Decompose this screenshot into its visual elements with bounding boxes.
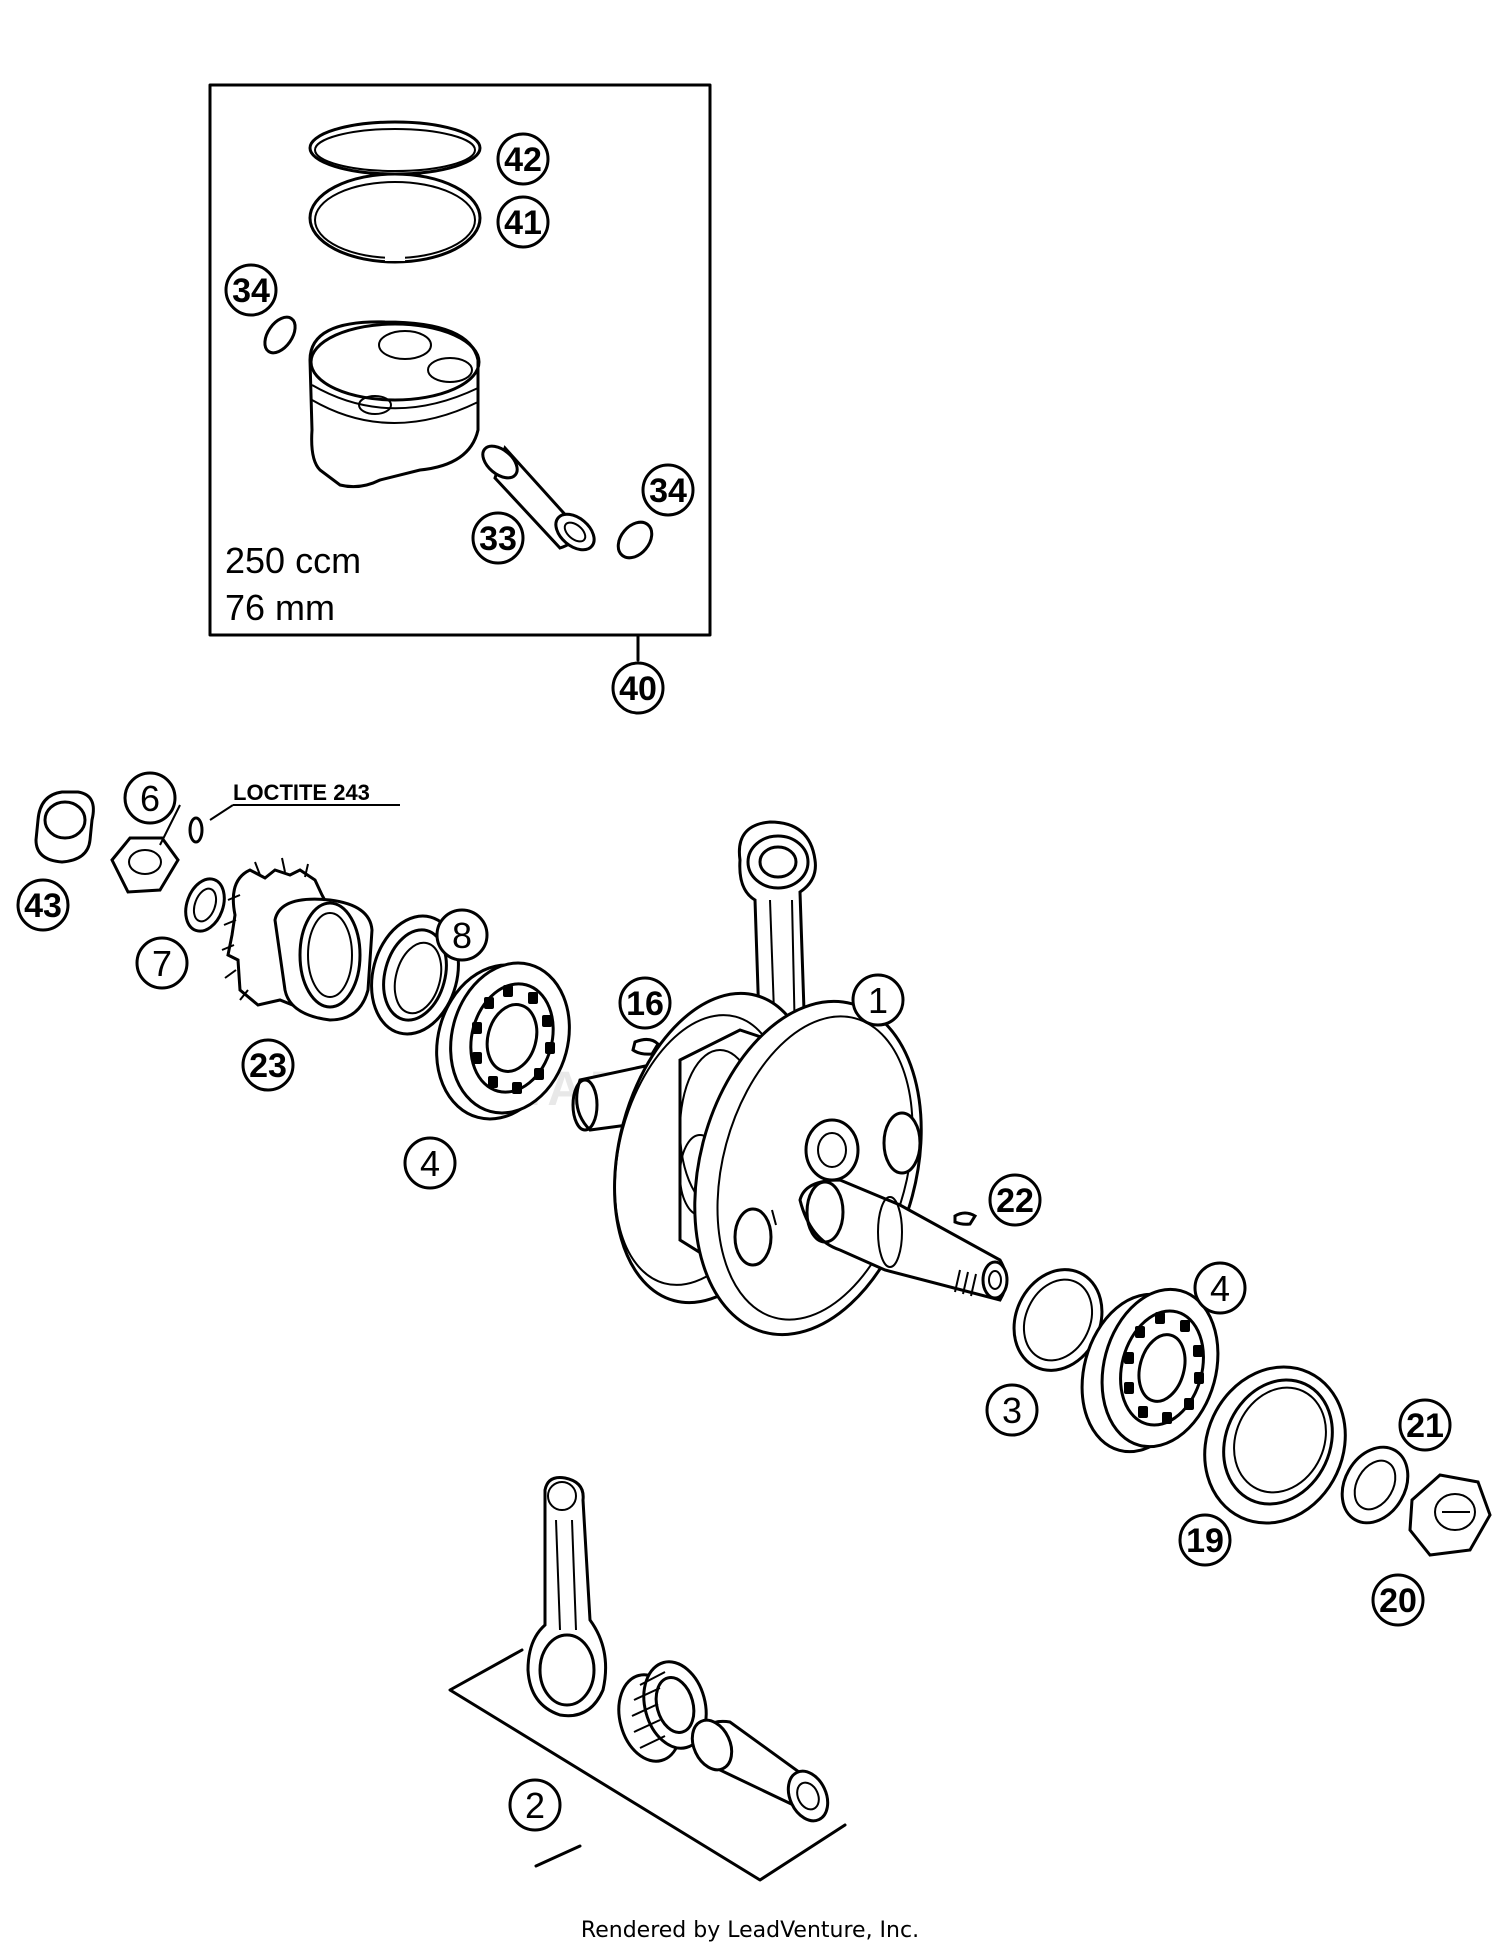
piston-pin (481, 444, 596, 552)
callout-2-label: 2 (525, 1785, 545, 1826)
callout-33-label: 33 (479, 520, 517, 558)
callout-4-left: 4 (403, 1136, 457, 1190)
callout-34-right-label: 34 (649, 472, 687, 510)
callout-43: 43 (16, 878, 70, 932)
callout-22-label: 22 (996, 1182, 1034, 1220)
callout-16-label: 16 (626, 985, 664, 1023)
callout-leaders (159, 804, 181, 846)
primary-gear-23 (221, 857, 374, 1022)
callout-7-label: 7 (152, 943, 172, 984)
oil-seal-19 (1203, 1365, 1347, 1525)
oil-seal-8 (370, 914, 460, 1036)
callout-3: 3 (985, 1383, 1039, 1437)
main-bearing-4-left (435, 961, 571, 1121)
callout-21-label: 21 (1406, 1407, 1444, 1445)
callout-34-left-label: 34 (232, 272, 270, 310)
callout-8-label: 8 (452, 915, 472, 956)
callout-3-label: 3 (1002, 1390, 1022, 1431)
connecting-rod-kit (448, 1648, 847, 1882)
callout-19-label: 19 (1186, 1522, 1224, 1560)
bore-label: 76 mm (225, 587, 335, 628)
callout-41-label: 41 (504, 204, 542, 242)
callout-41: 41 (496, 195, 550, 249)
callout-23: 23 (241, 1038, 295, 1092)
callout-4-right: 4 (1193, 1261, 1247, 1315)
callout-6-label: 6 (140, 778, 160, 819)
callout-4-left-label: 4 (420, 1143, 440, 1184)
callout-22: 22 (988, 1173, 1042, 1227)
callout-19: 19 (1178, 1513, 1232, 1567)
connecting-rod-2 (526, 1476, 608, 1718)
callout-16: 16 (618, 976, 672, 1030)
callout-42-label: 42 (504, 141, 542, 179)
callout-20: 20 (1371, 1573, 1425, 1627)
spacer-ring-43 (34, 790, 95, 864)
piston (308, 320, 481, 489)
main-bearing-4-right (1080, 1287, 1220, 1454)
callout-4-right-label: 4 (1210, 1268, 1230, 1309)
needle-bearing (617, 1660, 708, 1763)
loctite-note: LOCTITE 243 (209, 780, 400, 821)
callout-40: 40 (611, 661, 665, 715)
callout-1-label: 1 (868, 980, 888, 1021)
callout-21: 21 (1398, 1398, 1452, 1452)
callout-6: 6 (123, 771, 177, 825)
hex-nut-6 (110, 836, 180, 894)
callout-34-left: 34 (224, 263, 278, 317)
piston-kit-group: 250 ccm 76 mm (208, 83, 712, 662)
kit-bracket (448, 1648, 847, 1882)
callout-34-right: 34 (641, 463, 695, 517)
loctite-drop (188, 816, 204, 844)
woodruff-key-22 (953, 1211, 978, 1226)
crankshaft-assembly (571, 820, 1009, 1337)
loctite-label: LOCTITE 243 (233, 780, 370, 805)
callout-23-label: 23 (249, 1047, 287, 1085)
callout-43-label: 43 (24, 887, 62, 925)
callout-33: 33 (471, 511, 525, 565)
crank-pin (690, 1718, 830, 1823)
displacement-label: 250 ccm (225, 540, 361, 581)
callout-2: 2 (508, 1778, 562, 1832)
piston-pin-circlip-left (263, 315, 297, 355)
washer-7 (184, 877, 226, 933)
washer-21 (1340, 1445, 1410, 1525)
piston-kit-frame (208, 83, 712, 637)
piston-ring-top (308, 120, 482, 176)
callout-8: 8 (435, 908, 489, 962)
piston-ring-second (308, 172, 482, 264)
footer-credit: Rendered by LeadVenture, Inc. (581, 1918, 919, 1943)
callout-20-label: 20 (1379, 1582, 1417, 1620)
piston-pin-circlip-right (616, 520, 654, 560)
callout-7: 7 (135, 936, 189, 990)
hex-nut-20 (1408, 1473, 1492, 1557)
callout-1: 1 (851, 973, 905, 1027)
callout-40-label: 40 (619, 670, 657, 708)
callout-42: 42 (496, 132, 550, 186)
